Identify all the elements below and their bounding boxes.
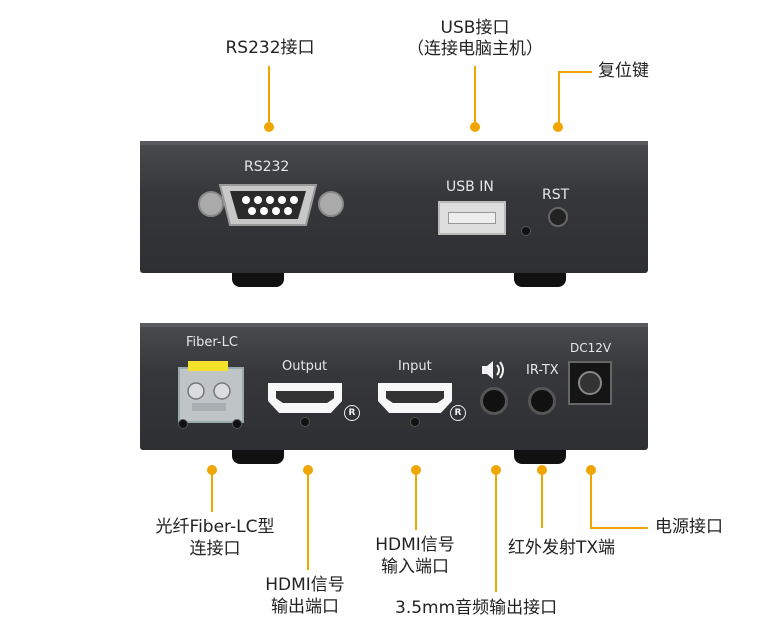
audio-callout-label: 3.5mm音频输出接口 — [395, 598, 558, 618]
fiber-led-right — [232, 419, 242, 429]
rear-panel-top-edge — [140, 323, 648, 327]
dc12v-port-label: DC12V — [570, 341, 612, 355]
hdmi-in-leader-line — [415, 470, 417, 530]
fiber-leader-line — [211, 470, 213, 512]
usb-leader-line — [474, 66, 476, 124]
power-leader-vline — [590, 470, 592, 528]
rst-button-label: RST — [542, 187, 570, 203]
front-panel-foot-right — [514, 273, 566, 287]
rear-panel-foot-right — [514, 450, 566, 464]
hdmi-in-callout-label-line1: HDMI信号 — [375, 535, 455, 555]
ir-tx-jack-icon — [528, 387, 556, 415]
front-panel-foot-left — [232, 273, 284, 287]
fiber-lc-sfp-module-icon — [178, 361, 244, 423]
fiber-callout-label-line2: 连接口 — [189, 539, 241, 559]
rs232-leader-dot — [264, 122, 274, 132]
rs232-screw-right-icon — [318, 191, 344, 217]
irtx-leader-line — [541, 470, 543, 528]
hdmi-input-port-label: Input — [398, 359, 432, 374]
hdmi-output-port-icon — [268, 383, 342, 413]
reset-leader-hline — [558, 71, 592, 73]
hdmi-out-leader-line — [307, 470, 309, 570]
hdmi-out-callout-label-line2: 输出端口 — [271, 597, 339, 617]
usb-callout-label-line1: USB接口 — [440, 18, 510, 38]
hdmi-out-callout-label-line1: HDMI信号 — [265, 575, 345, 595]
hdmi-input-port-inner — [386, 391, 444, 403]
front-panel: RS232 USB IN RST — [140, 141, 648, 273]
rs232-port-label: RS232 — [244, 159, 290, 175]
rs232-db9-connector-icon — [218, 184, 318, 226]
usb-a-port-icon — [438, 201, 506, 235]
rs232-leader-line — [268, 66, 270, 124]
reset-button[interactable] — [548, 207, 568, 227]
power-callout-label: 电源接口 — [655, 517, 723, 537]
sfp-lc-ports-icon — [187, 382, 231, 411]
ir-tx-port-label: IR-TX — [526, 363, 559, 378]
reset-leader-dot — [553, 122, 563, 132]
rear-panel: Fiber-LC Output R Input R IR-TX DC12V — [140, 323, 648, 450]
rs232-callout-label: RS232接口 — [225, 38, 315, 58]
rear-panel-foot-left — [232, 450, 284, 464]
dc-jack-inner — [578, 371, 602, 395]
audio-3-5mm-jack-icon — [480, 387, 508, 415]
audio-leader-line — [495, 470, 497, 592]
power-leader-hline — [590, 527, 648, 529]
front-panel-top-edge — [140, 141, 648, 145]
usb-indicator-led — [521, 226, 531, 236]
hdmi-output-port-inner — [276, 391, 334, 403]
sfp-yellow-latch — [188, 361, 228, 371]
reset-callout-label: 复位键 — [598, 61, 649, 81]
irtx-callout-label: 红外发射TX端 — [508, 538, 616, 558]
fiber-lc-port-label: Fiber-LC — [186, 335, 238, 350]
hdmi-in-callout-label-line2: 输入端口 — [381, 557, 449, 577]
speaker-icon — [482, 361, 504, 379]
hdmi-output-port-label: Output — [282, 359, 328, 374]
hdmi-output-registered-mark: R — [344, 405, 360, 421]
hdmi-input-led — [410, 417, 420, 427]
dc12v-power-jack-icon — [568, 361, 612, 405]
rs232-screw-left-icon — [198, 191, 224, 217]
hdmi-input-port-icon — [378, 383, 452, 413]
fiber-callout-label-line1: 光纤Fiber-LC型 — [155, 517, 275, 537]
usb-leader-dot — [470, 122, 480, 132]
hdmi-output-led — [300, 417, 310, 427]
usb-port-tongue — [448, 212, 496, 224]
fiber-led-left — [178, 419, 188, 429]
usb-callout-label-line2: （连接电脑主机） — [407, 39, 543, 59]
usb-in-port-label: USB IN — [446, 179, 494, 195]
reset-leader-vline — [558, 71, 560, 124]
hdmi-input-registered-mark: R — [450, 405, 466, 421]
